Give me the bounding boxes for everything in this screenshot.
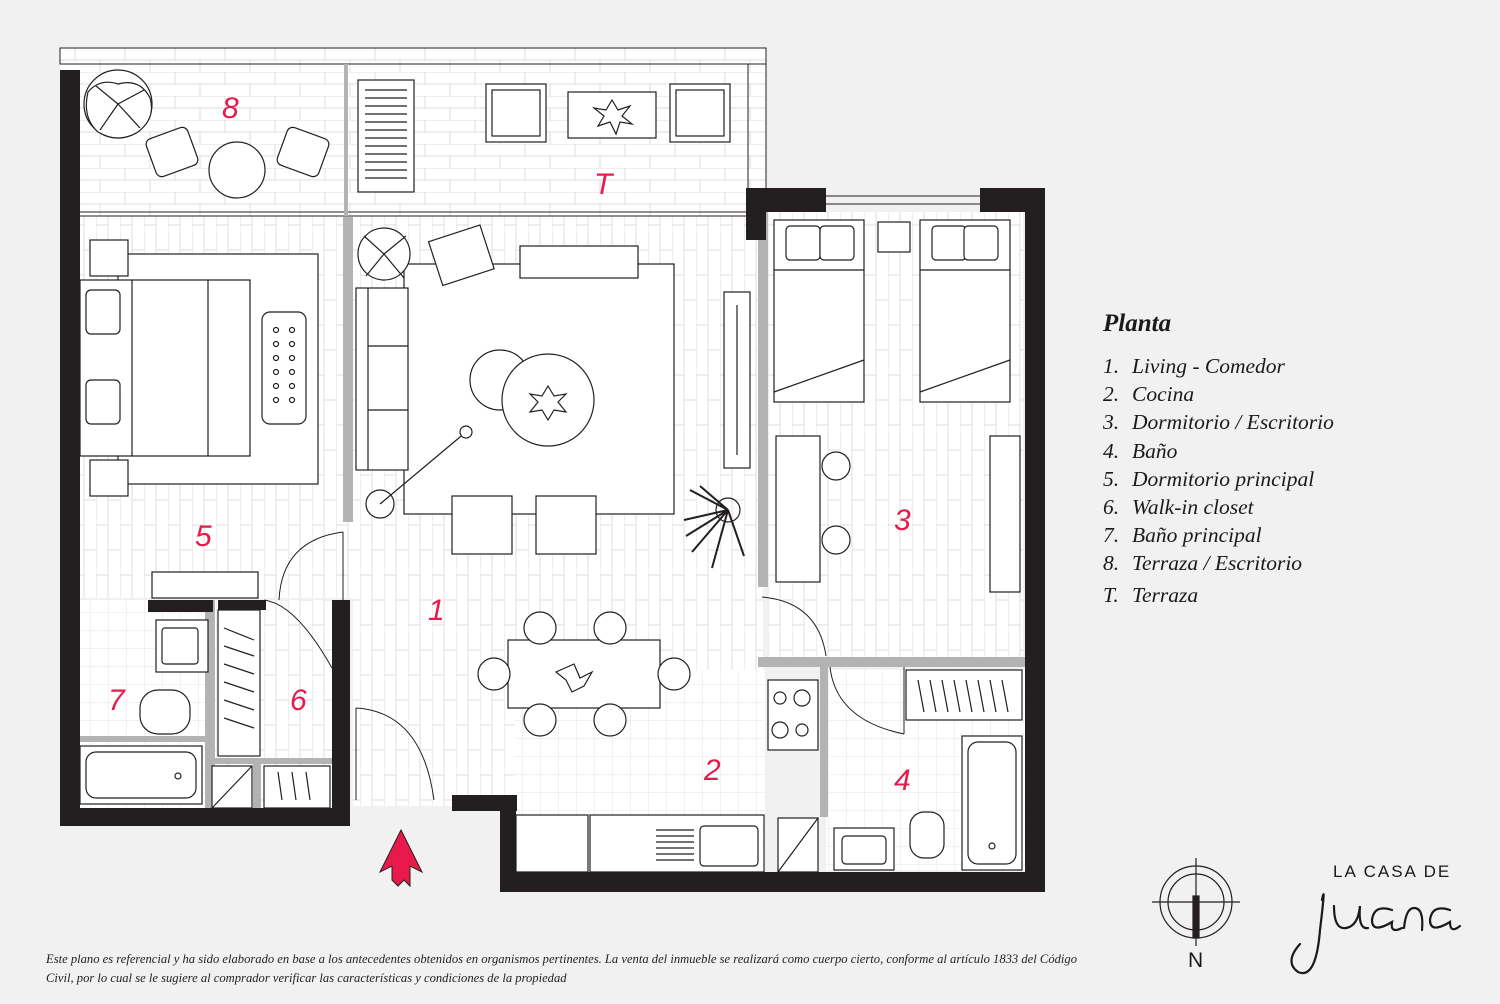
legend-item: 7.Baño principal <box>1103 523 1262 548</box>
terrace-plant <box>83 69 153 139</box>
dining-chair-b <box>535 495 597 555</box>
brand-line1: LA CASA DE <box>1333 862 1452 881</box>
wall-north-east-b <box>980 188 1040 212</box>
room-label-5: 5 <box>195 520 212 553</box>
partition-closet-low <box>205 758 333 764</box>
bath4-toilet <box>909 811 945 859</box>
room-label-2: 2 <box>703 754 721 787</box>
closet-rack-low <box>263 765 331 809</box>
room-label-7: 7 <box>108 684 126 717</box>
tv-console <box>151 571 259 599</box>
wall-south-west <box>60 808 350 826</box>
room-label-3: 3 <box>894 504 911 537</box>
disclaimer: Este plano es referencial y ha sido elab… <box>46 952 1078 985</box>
wall-bedroom3-corner <box>746 188 766 240</box>
legend-item: 4.Baño <box>1103 438 1178 463</box>
wardrobe-panel <box>989 435 1021 593</box>
walls <box>60 70 1045 892</box>
cooktop <box>767 679 819 751</box>
living-sofa <box>355 287 409 471</box>
legend-item: 5.Dormitorio principal <box>1103 466 1315 491</box>
bedroom3-nightstand <box>877 221 911 253</box>
living-armchair <box>427 224 495 287</box>
desk <box>775 435 821 583</box>
nightstand-bottom <box>89 459 129 497</box>
lounger <box>357 79 415 193</box>
room-labels: 8 T 5 1 3 2 4 7 6 <box>108 92 911 797</box>
corner-plant <box>357 227 411 281</box>
terrace-chair-a <box>145 126 199 178</box>
partition-bath7-closet <box>205 600 215 810</box>
wall-south-east <box>500 872 1045 892</box>
wall-east <box>1025 188 1045 888</box>
legend-title: Planta <box>1103 310 1172 337</box>
legend-item: 3.Dormitorio / Escritorio <box>1103 410 1334 435</box>
legend-item: 2.Cocina <box>1103 382 1195 407</box>
partition-living-bedroom <box>343 217 353 522</box>
door-swings <box>263 531 905 801</box>
terrace-chair-b <box>276 126 330 178</box>
nightstand-top <box>89 239 129 277</box>
legend-item: 6.Walk-in closet <box>1103 495 1254 520</box>
room-label-6: 6 <box>290 684 307 717</box>
closet-rack <box>217 609 261 757</box>
partitions <box>80 212 1026 817</box>
furniture <box>79 69 1023 873</box>
wall-closet-east <box>332 600 350 826</box>
partition-living-bedroom3 <box>758 212 768 587</box>
palm-plant <box>683 485 745 569</box>
wall-bath7-top <box>148 600 213 612</box>
room-label-T: T <box>594 168 615 201</box>
bath7-toilet <box>139 689 191 735</box>
partition-bath7-tub <box>80 736 210 742</box>
partition-closet-mid <box>253 760 261 810</box>
room-label-4: 4 <box>894 764 911 797</box>
dining-chair-a <box>451 495 513 555</box>
armchair-sofa <box>519 245 639 279</box>
room-label-8: 8 <box>222 92 239 125</box>
partition-bedroom3-bath <box>758 657 1026 667</box>
terrace-round-table <box>208 141 266 199</box>
legend-item: 1.Living - Comedor <box>1103 354 1285 378</box>
legend: Planta 1.Living - Comedor 2.Cocina 3.Dor… <box>1103 310 1334 609</box>
wall-west <box>60 70 80 825</box>
partition-kitchen-bath <box>820 667 828 817</box>
bench <box>261 311 307 425</box>
fridge <box>515 814 589 873</box>
wall-closet-top <box>218 600 266 610</box>
wall-kitchen-west <box>500 795 516 890</box>
kitchen-sink <box>699 825 759 867</box>
dining-table <box>507 639 661 709</box>
compass-icon <box>1152 858 1240 946</box>
entry-arrow-icon <box>378 828 424 888</box>
compass-north-label: N <box>1188 949 1204 972</box>
room-label-1: 1 <box>428 594 445 627</box>
bath4-closet <box>905 669 1023 721</box>
legend-item: T.Terraza <box>1103 582 1199 607</box>
brand-script <box>1290 893 1462 975</box>
terrace-rails <box>59 47 1039 800</box>
legend-item: 8.Terraza / Escritorio <box>1103 551 1303 576</box>
